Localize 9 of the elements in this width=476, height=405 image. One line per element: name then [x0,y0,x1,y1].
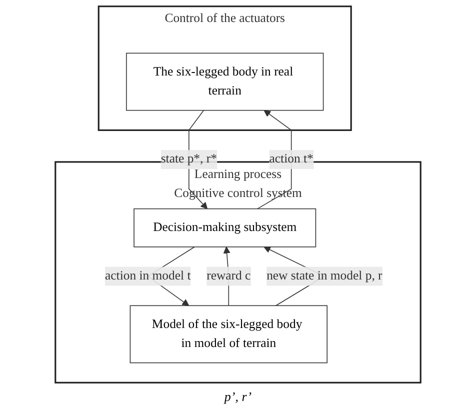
node-box: Decision-making subsystem [134,208,316,248]
edge-label: action in model t [105,269,191,283]
edge-label: new state in model p, r [266,269,382,283]
signal-label: p’, r’ [224,389,252,404]
edge-label: action t* [269,152,314,166]
edge-label: reward c [206,269,251,283]
edge-label: state p*, r* [160,152,217,166]
node-box: The six-legged body in real terrain [126,52,324,111]
node-box: Model of the six-legged body in model of terrain [130,305,328,364]
